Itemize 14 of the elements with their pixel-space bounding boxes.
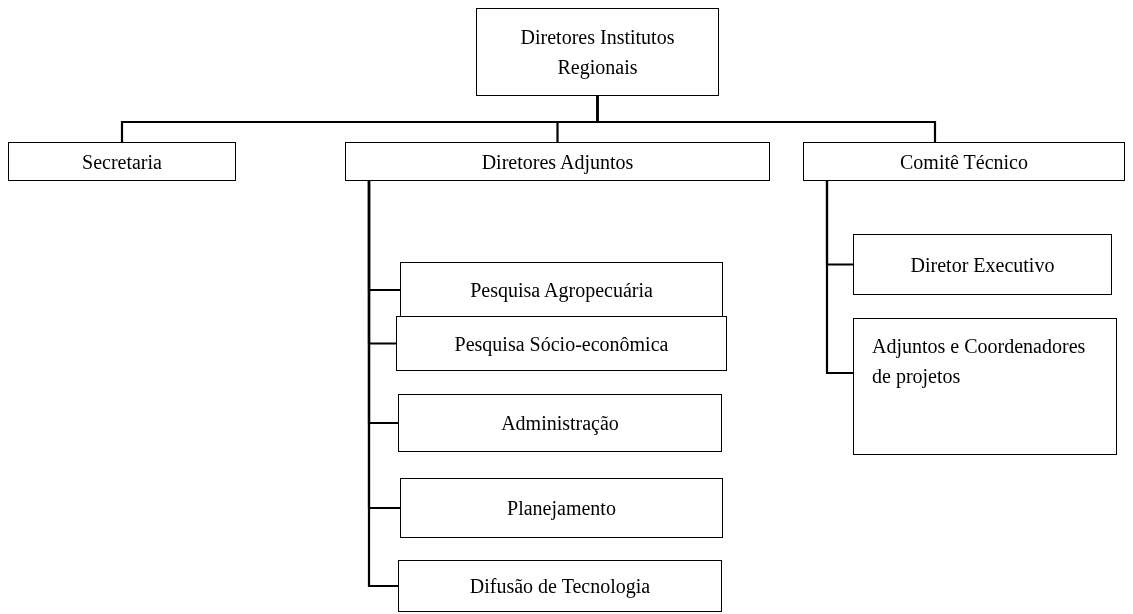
org-box: Administração — [398, 394, 722, 452]
org-box: Difusão de Tecnologia — [398, 560, 722, 612]
org-box: Diretores Adjuntos — [345, 142, 770, 181]
connector-line — [367, 181, 398, 588]
org-box: Adjuntos e Coordenadores de projetos — [853, 318, 1117, 455]
org-box: Secretaria — [8, 142, 236, 181]
connector-line — [825, 181, 853, 375]
org-box: Planejamento — [400, 478, 723, 538]
org-box: Comitê Técnico — [803, 142, 1125, 181]
org-box: Pesquisa Agropecuária — [400, 262, 723, 318]
org-box: Pesquisa Sócio-econômica — [396, 316, 727, 371]
org-box: Diretor Executivo — [853, 234, 1112, 295]
title-box: Diretores Institutos Regionais — [476, 8, 719, 96]
connector-line — [596, 96, 937, 142]
